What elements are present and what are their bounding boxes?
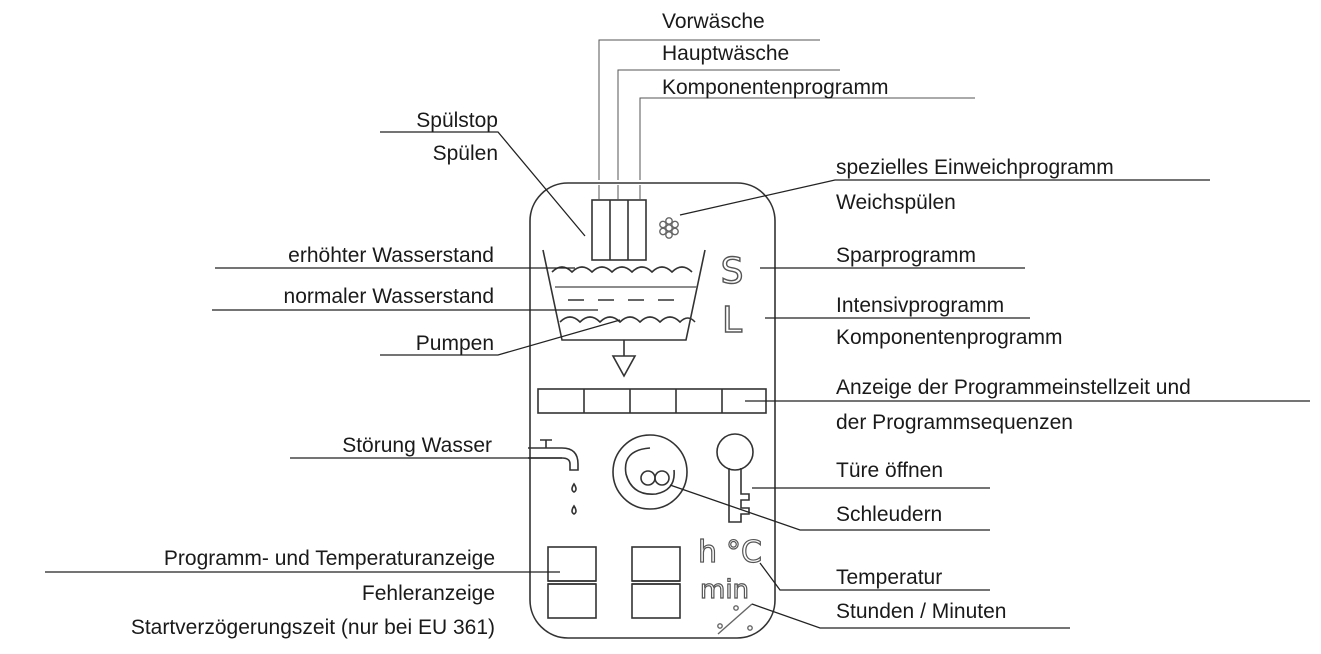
- label-programm-temperaturanzeige: Programm- und Temperaturanzeige: [164, 547, 495, 570]
- leader-lines: [45, 39, 1310, 629]
- economy-s-letter: S: [721, 251, 744, 292]
- label-stunden-minuten: Stunden / Minuten: [836, 600, 1006, 623]
- label-intensivprogramm: Intensivprogramm: [836, 294, 1004, 317]
- water-tap-icon: [528, 439, 579, 515]
- label-startverzoegerungszeit: Startverzögerungszeit (nur bei EU 361): [131, 616, 495, 639]
- label-schleudern: Schleudern: [836, 503, 942, 526]
- label-einweichprogramm: spezielles Einweichprogramm: [836, 156, 1114, 179]
- label-spuelen: Spülen: [433, 142, 498, 165]
- pump-arrow-icon: [611, 340, 637, 378]
- label-temperatur: Temperatur: [836, 566, 942, 589]
- minute-unit: min: [700, 575, 749, 605]
- intensive-l-letter: L: [722, 300, 742, 341]
- label-fehleranzeige: Fehleranzeige: [362, 582, 495, 605]
- label-komponentenprogramm-right: Komponentenprogramm: [836, 326, 1062, 349]
- spin-icon: [612, 434, 688, 510]
- colon-slash-icon: [717, 603, 753, 635]
- label-normaler-wasserstand: normaler Wasserstand: [284, 285, 494, 308]
- key-icon: [716, 433, 754, 523]
- softener-flower-icon: [659, 217, 679, 239]
- display-panel-outline: [529, 182, 776, 639]
- label-sparprogramm: Sparprogramm: [836, 244, 976, 267]
- label-hauptwaesche: Hauptwäsche: [662, 42, 789, 65]
- label-anzeige-line1: Anzeige der Programmeinstellzeit und: [836, 376, 1191, 399]
- label-vorwaesche: Vorwäsche: [662, 10, 765, 33]
- label-spuelstop: Spülstop: [416, 109, 498, 132]
- label-anzeige-line2: der Programmsequenzen: [836, 411, 1073, 434]
- label-tuere-oeffnen: Türe öffnen: [836, 459, 943, 482]
- wash-chambers-icon: [591, 199, 647, 261]
- water-tub-icon: [542, 249, 706, 341]
- seven-segment-display-icon: [547, 546, 681, 619]
- label-erhoehter-wasserstand: erhöhter Wasserstand: [288, 244, 494, 267]
- progress-bar-icon: [537, 388, 767, 414]
- label-weichspuelen: Weichspülen: [836, 191, 956, 214]
- label-pumpen: Pumpen: [416, 332, 494, 355]
- label-komponentenprogramm-top: Komponentenprogramm: [662, 76, 888, 99]
- celsius-unit: °C: [726, 535, 762, 570]
- hour-unit: h: [698, 535, 717, 570]
- label-stoerung-wasser: Störung Wasser: [342, 434, 492, 457]
